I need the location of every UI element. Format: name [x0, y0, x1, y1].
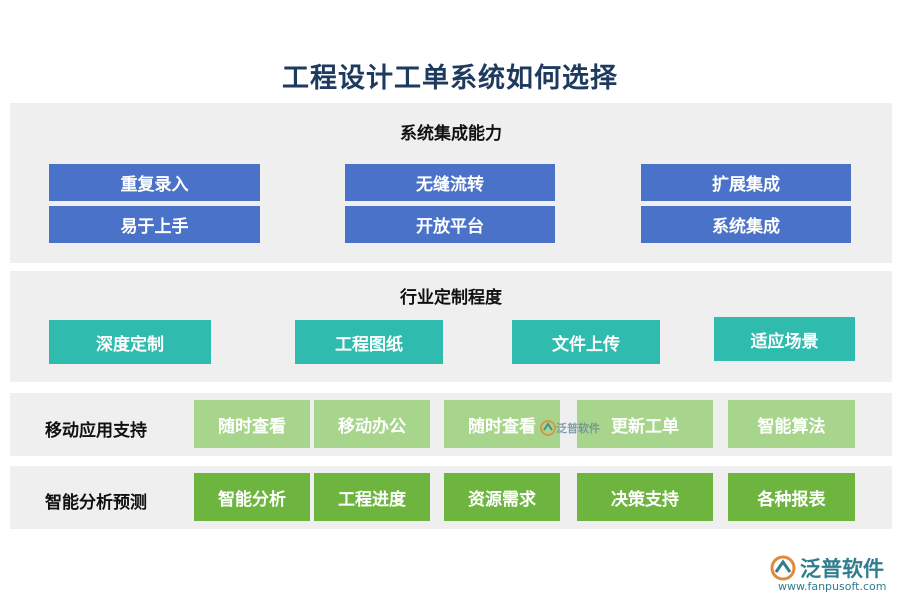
panel-mobile-support: 移动应用支持 随时查看 移动办公 随时查看 更新工单 智能算法 [10, 393, 892, 456]
brand-logo-icon [770, 555, 796, 581]
box-item: 各种报表 [728, 473, 855, 521]
box-item: 更新工单 [577, 400, 713, 448]
center-watermark: 泛普软件 [540, 420, 600, 436]
panel-industry-customization: 行业定制程度 深度定制 工程图纸 文件上传 适应场景 [10, 271, 892, 382]
panel-title-system-integration: 系统集成能力 [400, 124, 502, 144]
box-item: 开放平台 [345, 206, 555, 243]
box-item: 深度定制 [49, 320, 211, 364]
box-item: 工程进度 [314, 473, 430, 521]
side-label-mobile-support: 移动应用支持 [45, 421, 147, 441]
brand-logo: 泛普软件 [770, 553, 884, 583]
box-item: 重复录入 [49, 164, 260, 201]
box-item: 文件上传 [512, 320, 660, 364]
panel-system-integration: 系统集成能力 重复录入 无缝流转 扩展集成 易于上手 开放平台 系统集成 [10, 103, 892, 263]
box-item: 资源需求 [444, 473, 560, 521]
brand-logo-icon [540, 420, 556, 436]
box-item: 智能算法 [728, 400, 855, 448]
box-item: 系统集成 [641, 206, 851, 243]
box-item: 易于上手 [49, 206, 260, 243]
box-item: 工程图纸 [295, 320, 443, 364]
box-item: 无缝流转 [345, 164, 555, 201]
page-title: 工程设计工单系统如何选择 [282, 63, 618, 94]
brand-url: www.fanpusoft.com [778, 580, 887, 593]
side-label-smart-prediction: 智能分析预测 [45, 493, 147, 513]
center-watermark-text: 泛普软件 [556, 422, 600, 435]
box-item: 适应场景 [714, 317, 855, 361]
panel-title-industry-customization: 行业定制程度 [400, 288, 502, 308]
box-item: 扩展集成 [641, 164, 851, 201]
brand-name: 泛普软件 [800, 557, 884, 581]
panel-smart-prediction: 智能分析预测 智能分析 工程进度 资源需求 决策支持 各种报表 [10, 466, 892, 529]
box-item: 随时查看 [194, 400, 310, 448]
box-item: 智能分析 [194, 473, 310, 521]
box-item: 移动办公 [314, 400, 430, 448]
box-item: 随时查看 [444, 400, 560, 448]
box-item: 决策支持 [577, 473, 713, 521]
